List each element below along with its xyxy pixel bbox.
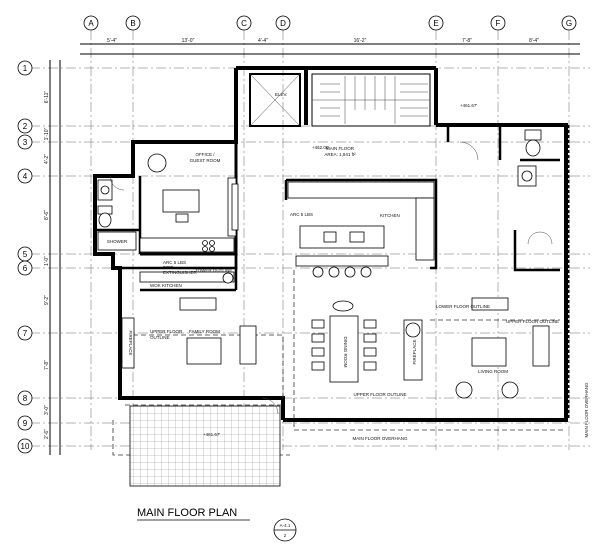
kitchen-label: KITCHEN <box>380 213 400 218</box>
left-dimension-string: 6'-11" 1'-10" 4'-2" 8'-6" 1'-0" 9'-2" 7'… <box>44 60 61 455</box>
dim-top-cd: 4'-4" <box>258 38 268 44</box>
dim-left-5-6: 1'-0" <box>44 256 50 266</box>
family-room: FIREPLACE FAMILY ROOM UPPER FLOOR OUTLIN… <box>121 297 257 369</box>
family-room-label: FAMILY ROOM <box>189 329 220 334</box>
left-bathroom: SHOWER <box>97 179 137 251</box>
dim-left-3-4: 4'-2" <box>44 154 50 164</box>
row-bubbles: 1 2 3 4 5 6 7 8 9 10 <box>17 60 33 454</box>
sheet-reference: A-4.1 2 <box>273 518 297 542</box>
grid-col-g: G <box>566 19 572 28</box>
stairs <box>311 73 431 127</box>
grid-row-7: 7 <box>23 329 28 338</box>
lower-floor-outline-label: LOWER FLOOR OUTLINE <box>436 304 490 309</box>
upper-floor-outline-bottom: UPPER FLOOR OUTLINE <box>353 392 406 397</box>
outline-label-left: OUTLINE <box>150 335 170 340</box>
arc-label-wok: ARC 5 LBS <box>163 260 186 265</box>
grid-row-9: 9 <box>23 419 28 428</box>
kitchen: KITCHEN ARC 5 LBS <box>287 181 435 278</box>
dim-left-6-7: 9'-2" <box>44 295 50 305</box>
elevator-label: ELEV. <box>275 92 287 97</box>
grid-col-c: C <box>241 19 247 28</box>
dim-left-1-2: 6'-11" <box>44 91 50 104</box>
grid-col-b: B <box>130 19 135 28</box>
deck-area <box>129 405 281 487</box>
office-guest-room: OFFICE / GUEST ROOM <box>147 152 239 237</box>
grid-col-a: A <box>88 19 94 28</box>
dim-top-ab: 5'-4" <box>107 38 117 44</box>
office-label: OFFICE / <box>196 152 216 157</box>
overhang-bottom-label: MAIN FLOOR OVERHANG <box>352 436 408 441</box>
guest-room-label: GUEST ROOM <box>190 158 221 163</box>
living-room: LIVING ROOM LOWER FLOOR OUTLINE UPPER FL… <box>436 297 559 399</box>
dim-top-bc: 13'-0" <box>182 38 195 44</box>
arc-label-kitchen: ARC 5 LBS <box>290 212 313 217</box>
extinguisher-label: EXTINGUISHER <box>163 270 198 275</box>
fire-label: FIRE <box>163 265 173 270</box>
grid-row-1: 1 <box>23 64 28 73</box>
main-floor-area-value: AREA: 1,941 ft² <box>324 152 356 157</box>
grid-row-2: 2 <box>23 122 28 131</box>
dim-left-4-5: 8'-6" <box>44 210 50 220</box>
fireplace-right-label: FIREPLACE <box>412 339 417 364</box>
overhang-labels: MAIN FLOOR OVERHANG MAIN FLOOR OVERHANG … <box>352 382 589 441</box>
page-title: MAIN FLOOR PLAN <box>137 507 237 519</box>
column-bubbles: A B C D E F G <box>83 15 577 31</box>
grid-col-d: D <box>280 19 286 28</box>
grid-row-3: 3 <box>23 138 28 147</box>
dining-room: DINING ROOM FIREPLACE <box>311 300 423 383</box>
top-dimension-string: 5'-4" 13'-0" 4'-4" 16'-2" 7'-8" 8'-4" <box>80 38 580 55</box>
elevation-top: +461.67' <box>460 103 477 108</box>
dim-top-de: 16'-2" <box>354 38 367 44</box>
dining-room-label: DINING ROOM <box>343 337 348 368</box>
dim-top-ef: 7'-8" <box>462 38 472 44</box>
upper-floor-outline-right: UPPER FLOOR OUTLINE <box>506 319 559 324</box>
door-swings <box>109 141 553 415</box>
main-floor-area: MAIN FLOOR AREA: 1,941 ft² ELEV. +461.67… <box>203 92 477 437</box>
upper-floor-label-left: UPPER FLOOR <box>150 329 183 334</box>
elevation-deck: +461.67' <box>203 432 220 437</box>
grid-col-f: F <box>496 19 501 28</box>
dim-left-2-3: 1'-10" <box>44 127 50 140</box>
shower-label: SHOWER <box>107 239 128 244</box>
dim-top-fg: 8'-4" <box>529 38 539 44</box>
wok-kitchen-label: WOK KITCHEN <box>150 283 182 288</box>
wok-kitchen: WOK KITCHEN ARC 5 LBS FIRE EXTINGUISHER … <box>139 237 235 288</box>
grid-col-e: E <box>433 19 438 28</box>
grid-row-5: 5 <box>23 250 28 259</box>
sheet-number: A-4.1 <box>280 523 291 528</box>
grid-row-8: 8 <box>23 394 28 403</box>
main-floor-label: MAIN FLOOR <box>326 146 355 151</box>
tower-outline-label: TOWER OUTLINE <box>195 268 232 273</box>
dim-left-9-10: 2'-6" <box>44 429 50 439</box>
fireplace-left-label: FIREPLACE <box>128 330 133 355</box>
sheet-detail: 2 <box>284 533 287 538</box>
grid-row-10: 10 <box>21 442 30 451</box>
dim-left-8-9: 3'-0" <box>44 405 50 415</box>
elevation-mid: +462.00' <box>312 145 329 150</box>
overhang-right-label: MAIN FLOOR OVERHANG <box>584 382 589 438</box>
dim-left-7-8: 7'-8" <box>44 360 50 370</box>
living-room-label: LIVING ROOM <box>478 369 508 374</box>
right-bathroom <box>517 129 542 187</box>
grid-row-6: 6 <box>23 264 28 273</box>
grid-row-4: 4 <box>23 172 28 181</box>
